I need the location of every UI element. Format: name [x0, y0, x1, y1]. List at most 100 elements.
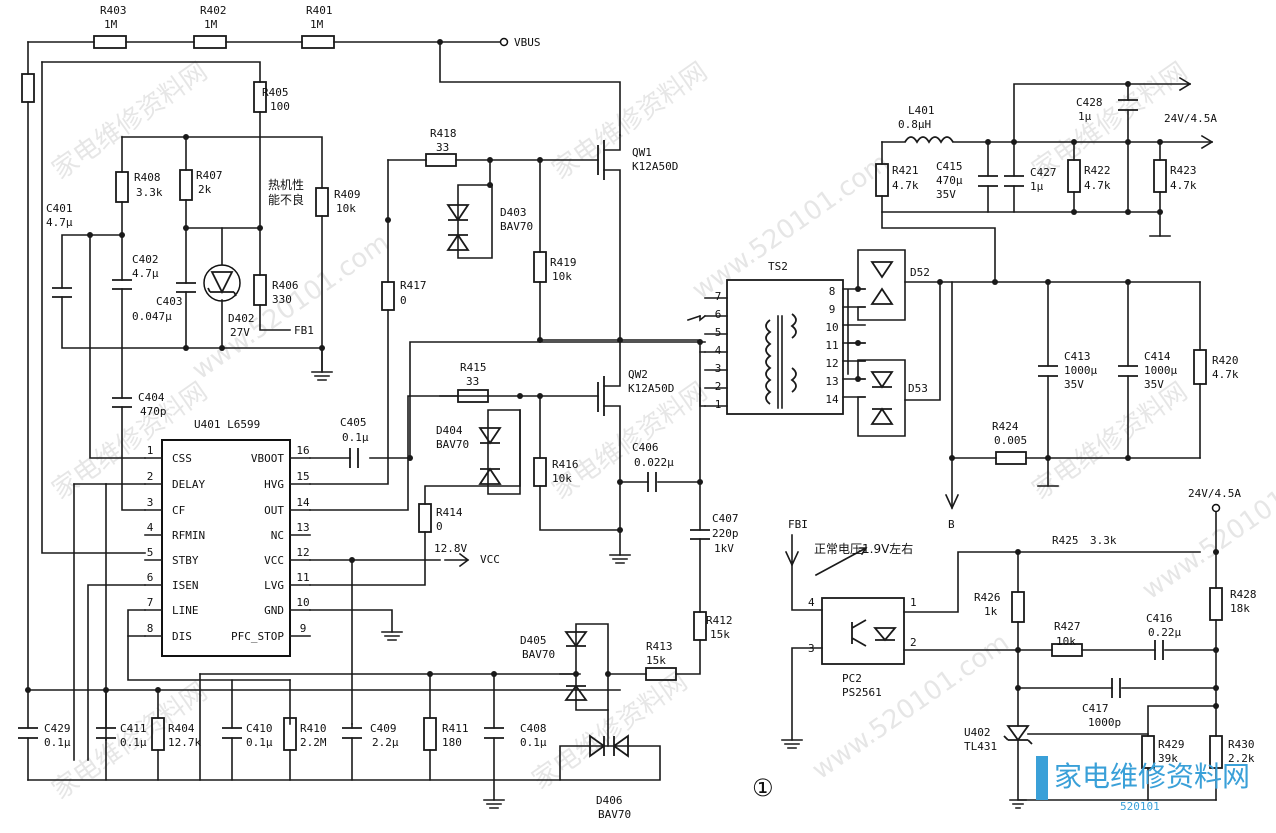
r417-ref: R417: [400, 279, 427, 292]
pc2-val: PS2561: [842, 686, 882, 699]
ic-pin-number: 10: [296, 596, 309, 609]
ic-pin-number: 16: [296, 444, 309, 457]
r426-val: 1k: [984, 605, 998, 618]
c414-ref: C414: [1144, 350, 1171, 363]
pc2-pin3: 3: [808, 642, 815, 655]
c413-val: 1000μ: [1064, 364, 1097, 377]
r420-ref: R420: [1212, 354, 1239, 367]
ic-pin-number: 1: [147, 444, 154, 457]
r409-ref: R409: [334, 188, 361, 201]
r414-ref: R414: [436, 506, 463, 519]
circled-one: ①: [752, 774, 774, 802]
u402-ref: U402: [964, 726, 991, 739]
ts2-pin-number: 8: [829, 285, 836, 298]
c409-ref: C409: [370, 722, 397, 735]
c416-ref: C416: [1146, 612, 1173, 625]
c407-ref: C407: [712, 512, 739, 525]
ic-pin-name: CF: [172, 504, 185, 517]
ts2-pin-number: 5: [715, 326, 722, 339]
d406-val: BAV70: [598, 808, 631, 821]
r419-val: 10k: [552, 270, 572, 283]
c429-val: 0.1μ: [44, 736, 71, 749]
r427-ref: R427: [1054, 620, 1081, 633]
c411-ref: C411: [120, 722, 147, 735]
r407-val: 2k: [198, 183, 212, 196]
ic-pin-name: PFC_STOP: [231, 630, 284, 643]
ic-pin-name: DELAY: [172, 478, 205, 491]
thermal-note-1: 热机性: [268, 178, 304, 192]
ts2-pin-number: 4: [715, 344, 722, 357]
d404-ref: D404: [436, 424, 463, 437]
c406-val: 0.022μ: [634, 456, 674, 469]
output-stage: [847, 76, 1214, 510]
pc2-ref: PC2: [842, 672, 862, 685]
watermark-text: 家电维修资料网: [47, 57, 213, 186]
vcc-label: VCC: [480, 553, 500, 566]
c415-ref: C415: [936, 160, 963, 173]
c414-rating: 35V: [1144, 378, 1164, 391]
r411-ref: R411: [442, 722, 469, 735]
d404-val: BAV70: [436, 438, 469, 451]
r415-ref: R415: [460, 361, 487, 374]
ts2-pin-number: 3: [715, 362, 722, 375]
ic-title: U401 L6599: [194, 418, 260, 431]
c408-ref: C408: [520, 722, 547, 735]
r413-val: 15k: [646, 654, 666, 667]
c416-val: 0.22μ: [1148, 626, 1181, 639]
r418-val: 33: [436, 141, 449, 154]
r408-val: 3.3k: [136, 186, 163, 199]
c409-val: 2.2μ: [372, 736, 399, 749]
ts2-pin-number: 6: [715, 308, 722, 321]
ic-pin-number: 3: [147, 496, 154, 509]
c407-rating: 1kV: [714, 542, 734, 555]
c427-val: 1μ: [1030, 180, 1044, 193]
qw1-ref: QW1: [632, 146, 652, 159]
r405-ref: R405: [262, 86, 289, 99]
ic-pin-number: 15: [296, 470, 309, 483]
ic-pin-name: STBY: [172, 554, 199, 567]
r425-ref: R425: [1052, 534, 1079, 547]
r422-ref: R422: [1084, 164, 1111, 177]
c428-val: 1μ: [1078, 110, 1092, 123]
r406-ref: R406: [272, 279, 299, 292]
ic-pin-number: 14: [296, 496, 310, 509]
c401-ref: C401: [46, 202, 73, 215]
ic-pin-number: 9: [300, 622, 307, 635]
pc2-pin2: 2: [910, 636, 917, 649]
site-logo: 家电维修资料网 520101: [1036, 756, 1250, 813]
fb1-label: FB1: [294, 324, 314, 337]
r408-ref: R408: [134, 171, 161, 184]
ic-pin-name: CSS: [172, 452, 192, 465]
ts2-pin-number: 1: [715, 398, 722, 411]
d405-ref: D405: [520, 634, 547, 647]
c402-val: 4.7μ: [132, 267, 159, 280]
ic-right-pins: 16VBOOT15HVG14OUT13NC12VCC11LVG10GND9PFC…: [231, 444, 310, 643]
d53-ref: D53: [908, 382, 928, 395]
r428-val: 18k: [1230, 602, 1250, 615]
r402-val: 1M: [204, 18, 218, 31]
r403-ref: R403: [100, 4, 127, 17]
d405-val: BAV70: [522, 648, 555, 661]
ts2-pin-number: 12: [825, 357, 838, 370]
watermark-url: www.520101.com: [687, 148, 895, 306]
ic-pin-number: 5: [147, 546, 154, 559]
d406-ref: D406: [596, 794, 623, 807]
c410-val: 0.1μ: [246, 736, 273, 749]
ic-pin-name: VCC: [264, 554, 284, 567]
d403-val: BAV70: [500, 220, 533, 233]
r410-val: 2.2M: [300, 736, 327, 749]
ic-pin-number: 12: [296, 546, 309, 559]
d402-val: 27V: [230, 326, 250, 339]
c417-ref: C417: [1082, 702, 1109, 715]
r425-val: 3.3k: [1090, 534, 1117, 547]
r402-ref: R402: [200, 4, 227, 17]
c428-ref: C428: [1076, 96, 1103, 109]
r413-ref: R413: [646, 640, 673, 653]
ic-pin-name: LVG: [264, 579, 284, 592]
r421-ref: R421: [892, 164, 919, 177]
fb1-in-label: FBI: [788, 518, 808, 531]
c405-val: 0.1μ: [342, 431, 369, 444]
c415-rating: 35V: [936, 188, 956, 201]
ic-pin-name: VBOOT: [251, 452, 284, 465]
